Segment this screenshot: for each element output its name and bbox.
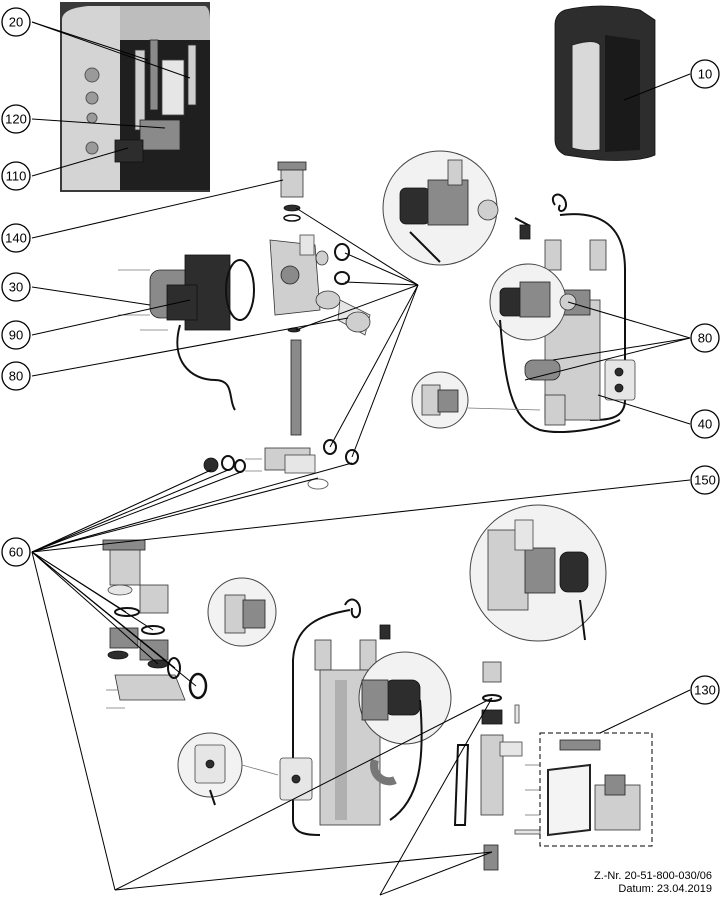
callout-120-label: 120 xyxy=(5,112,27,127)
assembled-station-top xyxy=(382,150,636,433)
callout-140-label: 140 xyxy=(5,231,27,246)
callout-80-right-label: 80 xyxy=(698,331,712,346)
callout-80-left-label: 80 xyxy=(9,369,23,384)
callout-140: 140 xyxy=(1,223,31,253)
drawing-reference: Z.-Nr. 20-51-800-030/06 Datum: 23.04.201… xyxy=(594,870,712,896)
callout-90: 90 xyxy=(1,320,31,350)
fittings-exploded-lower xyxy=(102,539,208,709)
assembled-station-bottom xyxy=(177,504,607,836)
callout-40-label: 40 xyxy=(698,417,712,432)
leader-lines xyxy=(31,21,691,896)
callout-130: 130 xyxy=(690,675,720,705)
callout-110: 110 xyxy=(1,161,31,191)
callout-10-label: 10 xyxy=(698,67,712,82)
callout-150: 150 xyxy=(690,465,720,495)
callout-80-left: 80 xyxy=(1,361,31,391)
callout-60: 60 xyxy=(1,537,31,567)
callout-20: 20 xyxy=(1,7,31,37)
callout-90-label: 90 xyxy=(9,328,23,343)
pump-exploded-group xyxy=(118,161,371,490)
controller-housing xyxy=(554,5,656,161)
callout-30-label: 30 xyxy=(9,280,23,295)
drawing-number: Z.-Nr. 20-51-800-030/06 xyxy=(593,870,712,882)
tank-photo xyxy=(60,2,210,192)
set-130-exploded xyxy=(453,661,653,871)
drawing-date: Datum: 23.04.2019 xyxy=(618,883,712,895)
callout-130-label: 130 xyxy=(694,683,716,698)
callout-80-right: 80 xyxy=(690,323,720,353)
callout-150-label: 150 xyxy=(694,473,716,488)
callout-40: 40 xyxy=(690,409,720,439)
callout-60-label: 60 xyxy=(9,545,23,560)
callout-30: 30 xyxy=(1,272,31,302)
callout-20-label: 20 xyxy=(9,15,23,30)
callout-110-label: 110 xyxy=(6,169,27,184)
callout-120: 120 xyxy=(1,104,31,134)
callout-10: 10 xyxy=(690,59,720,89)
